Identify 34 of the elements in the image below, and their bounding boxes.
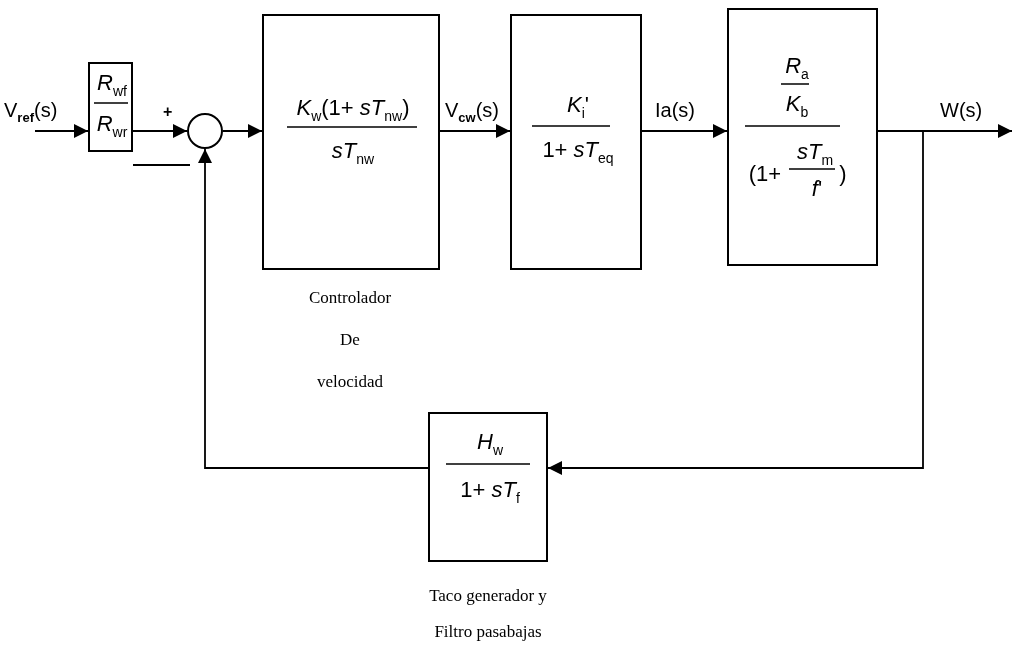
formula-text: R$_{wf}$ [97,72,127,98]
formula-text: sT$_{m}$ [796,141,834,167]
formula-text: K$_{i}$' [567,94,589,120]
signal-arrow [34,124,89,138]
formula-text: R$_{a}$ [785,55,809,81]
signal-label: V$_{ref}$(s) [4,100,58,124]
transfer-function-block [510,14,642,270]
formula-text: 1+ sT$_{f}$ [460,479,520,505]
formula-text: ) [839,163,847,185]
signal-label: V$_{cw}$(s) [445,100,499,124]
formula-text: R$_{wr}$ [96,113,128,139]
formula-text: K$_{b}$ [785,93,809,119]
transfer-function-block [88,62,133,152]
formula-text: sT$_{nw}$ [331,140,375,166]
signal-label: Ia(s) [655,100,695,120]
signal-arrow [439,124,511,138]
formula-text: (1+ [748,163,782,185]
sign-label: + [163,104,173,120]
block-caption: Taco generador y Filtro pasabajas [428,585,548,643]
block-caption: Controlador De velocidad [308,287,392,393]
formula-text: H$_{w}$ [477,431,503,457]
transfer-function-block [262,14,440,270]
signal-arrow [547,130,924,475]
transfer-function-block [428,412,548,562]
signal-arrow [198,148,429,469]
summing-junction [187,113,223,149]
signal-label: W(s) [940,100,983,120]
formula-text: f' [811,178,823,200]
formula-text: 1+ sT$_{eq}$ [542,139,614,165]
signal-arrow [222,124,263,138]
transfer-function-block [727,8,878,266]
signal-arrow [132,124,188,138]
signal-arrow [641,124,728,138]
formula-text: K$_{w}$(1+ sT$_{nw}$) [296,97,410,123]
